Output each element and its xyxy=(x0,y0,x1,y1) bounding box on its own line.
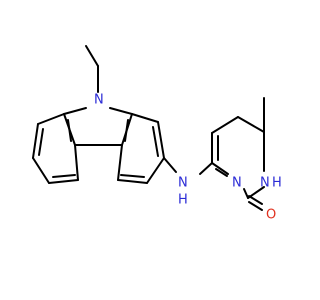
bond-left-2-inner xyxy=(38,128,44,156)
bond-right-6-inner xyxy=(124,119,129,142)
bond-ethyl-ch3 xyxy=(85,45,99,67)
bond-c4-n3-inner xyxy=(215,168,228,177)
atom-h-amine: H xyxy=(178,193,188,208)
bond-left-4 xyxy=(48,179,79,184)
bond-right-5 xyxy=(117,144,123,181)
bond-nh-c4 xyxy=(199,162,213,175)
bond-left-1 xyxy=(37,113,65,125)
atom-n9: N xyxy=(94,93,104,108)
bond-n3-c2 xyxy=(243,188,249,199)
structure-svg: N N H N N H O xyxy=(32,45,282,223)
bond-right-2 xyxy=(157,121,165,159)
bond-n9-c8a xyxy=(109,107,133,115)
bond-n9-c9a xyxy=(63,107,87,115)
molecule-diagram: N N H N N H O xyxy=(32,45,282,223)
bond-right-4 xyxy=(117,179,148,184)
bond-right-2-inner xyxy=(152,126,159,157)
bond-c5-c6 xyxy=(211,116,239,134)
bond-right-4-inner xyxy=(120,174,145,178)
bond-c4-n3 xyxy=(211,162,229,175)
bond-left-6-inner xyxy=(67,119,72,142)
atom-n1: N xyxy=(260,176,270,191)
bond-left-2 xyxy=(32,123,39,159)
bond-left-3 xyxy=(32,157,50,184)
bond-c2-o-double xyxy=(248,201,263,211)
bond-c2-o xyxy=(248,195,263,205)
bond-right-3 xyxy=(146,157,165,184)
bond-left-5 xyxy=(74,144,79,181)
bond-c3-nh xyxy=(163,157,177,173)
atom-o2: O xyxy=(266,208,276,223)
atom-h1: H xyxy=(272,176,282,191)
atom-n-amine: N xyxy=(178,176,188,191)
bond-left-4-inner xyxy=(52,174,76,178)
atom-n3: N xyxy=(232,176,242,191)
bond-c6-c7 xyxy=(237,116,265,133)
bond-right-1 xyxy=(131,113,159,123)
